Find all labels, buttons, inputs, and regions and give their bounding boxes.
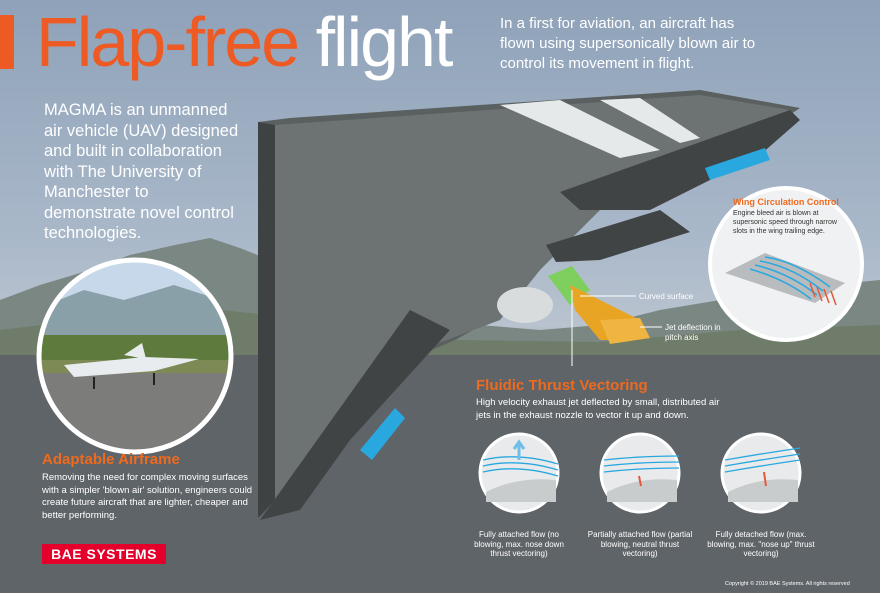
flow-diagram-detached bbox=[720, 432, 802, 514]
exhaust-nozzle bbox=[497, 287, 553, 323]
flow-label-detached: Fully detached flow (max. blowing, max. … bbox=[707, 530, 815, 558]
title-part1: Flap-free bbox=[36, 3, 300, 81]
wing-circulation-body: Engine bleed air is blown at supersonic … bbox=[733, 210, 837, 235]
accent-bar bbox=[0, 15, 14, 69]
wing-blown-air-slot-right bbox=[705, 148, 770, 180]
jet-arrow-head bbox=[600, 318, 650, 344]
curved-surface-label: Curved surface bbox=[639, 292, 694, 301]
flow-diagram-attached bbox=[478, 432, 560, 514]
jet-deflection-label: Jet deflection in pitch axis bbox=[665, 323, 721, 342]
aircraft-upper-surface bbox=[275, 95, 790, 500]
wing-stripe-1 bbox=[500, 100, 660, 158]
left-wing-trailing-edge bbox=[260, 310, 450, 520]
bae-systems-logo: BAE SYSTEMS bbox=[42, 544, 166, 564]
fluidic-thrust-body: High velocity exhaust jet deflected by s… bbox=[476, 397, 720, 421]
wing-circulation-circle bbox=[708, 186, 864, 342]
title-part2: flight bbox=[315, 3, 454, 81]
aircraft-leading-edge bbox=[258, 122, 275, 518]
right-wing-trailing-edge bbox=[560, 110, 800, 210]
fluidic-thrust-heading: Fluidic Thrust Vectoring bbox=[476, 377, 648, 394]
magma-description: MAGMA is an unmanned air vehicle (UAV) d… bbox=[44, 101, 239, 242]
flow-label-attached: Fully attached flow (no blowing, max. no… bbox=[474, 530, 564, 558]
page-title: Flap-free flight bbox=[36, 2, 454, 82]
wing-circulation-heading: Wing Circulation Control bbox=[733, 197, 839, 207]
right-tail-fin bbox=[546, 210, 690, 262]
uav-photo-circle bbox=[36, 257, 234, 455]
adaptable-airframe-body: Removing the need for complex moving sur… bbox=[42, 472, 253, 521]
wing-blown-air-slot-left bbox=[360, 408, 405, 460]
wing-stripe-2 bbox=[600, 98, 700, 143]
intro-text: In a first for aviation, an aircraft has… bbox=[500, 15, 756, 72]
adaptable-airframe-heading: Adaptable Airframe bbox=[42, 451, 180, 468]
flow-diagram-partial bbox=[599, 432, 681, 514]
copyright-notice: Copyright © 2019 BAE Systems. All rights… bbox=[725, 581, 850, 587]
flow-label-partial: Partially attached flow (partial blowing… bbox=[587, 530, 693, 558]
